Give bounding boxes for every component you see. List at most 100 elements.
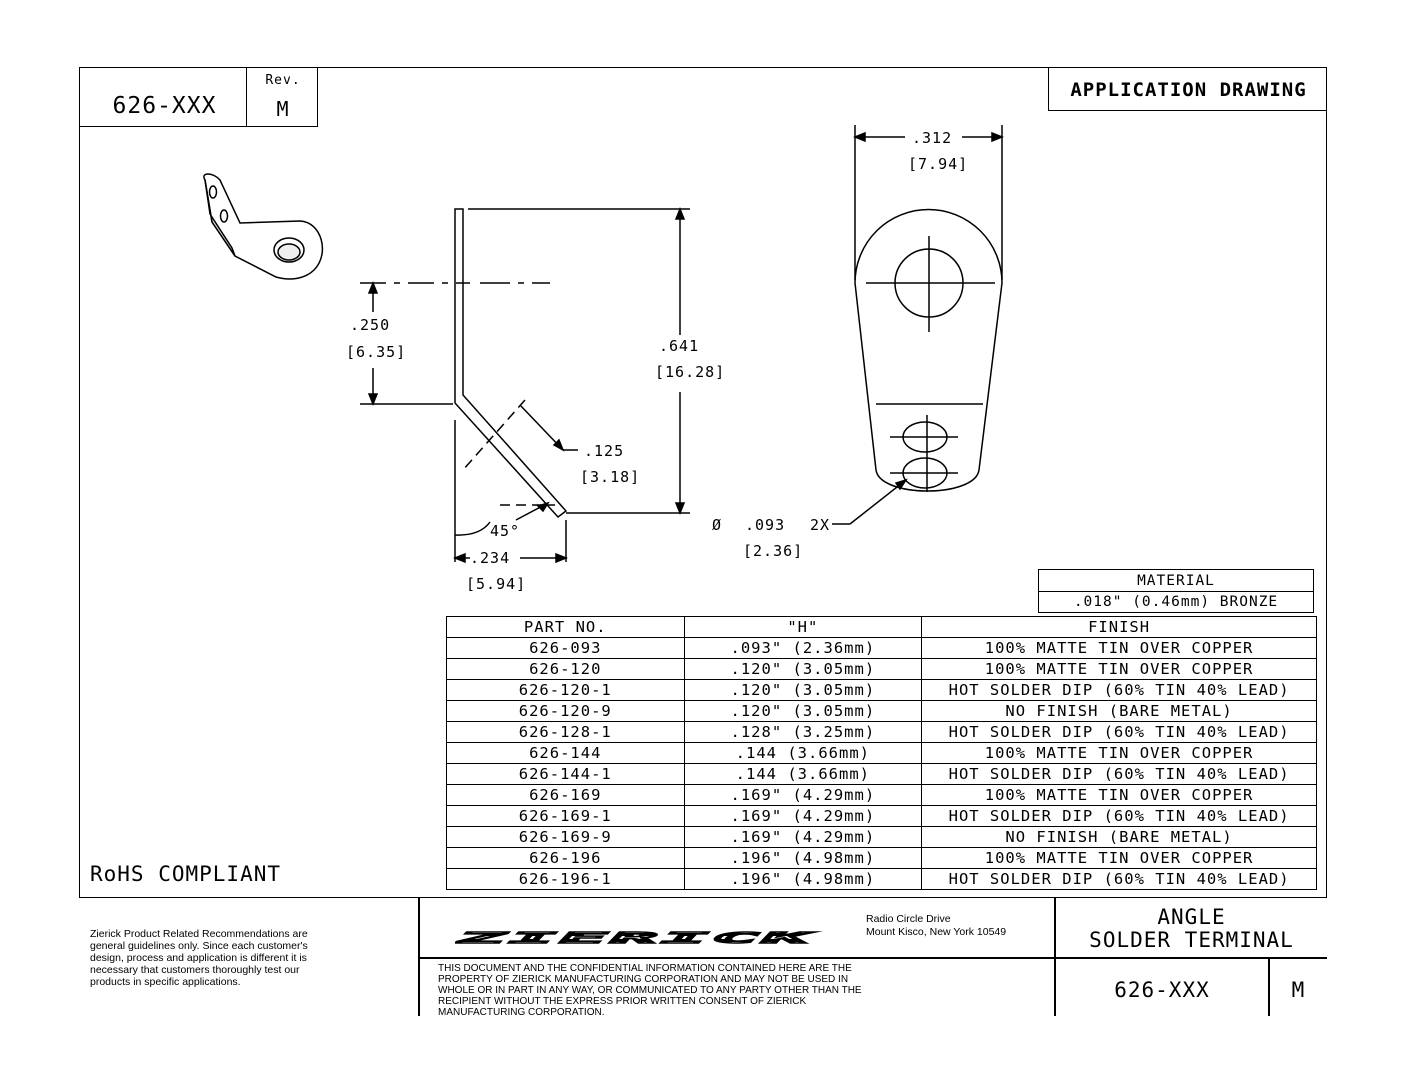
dim-width-in: .312	[912, 129, 952, 147]
footer-divider-right-h	[1054, 957, 1327, 959]
table-header-row: PART NO. "H" FINISH	[446, 616, 1317, 638]
table-row: 626-169-1.169" (4.29mm)HOT SOLDER DIP (6…	[446, 805, 1317, 827]
material-value: .018" (0.46mm) BRONZE	[1073, 594, 1279, 610]
col-header-h: "H"	[683, 616, 923, 638]
cell-h: .169" (4.29mm)	[683, 784, 923, 806]
dim-hole-dia-symbol: Ø	[712, 516, 722, 534]
cell-finish: HOT SOLDER DIP (60% TIN 40% LEAD)	[921, 805, 1317, 827]
cell-part-no: 626-169-9	[446, 826, 685, 848]
cell-part-no: 626-093	[446, 637, 685, 659]
dim-width-mm: [7.94]	[908, 155, 968, 173]
table-row: 626-169-9.169" (4.29mm)NO FINISH (BARE M…	[446, 826, 1317, 848]
dim-height-in: .641	[659, 337, 699, 355]
cell-h: .093" (2.36mm)	[683, 637, 923, 659]
side-view	[360, 206, 690, 564]
part-spec-table: PART NO. "H" FINISH 626-093.093" (2.36mm…	[446, 616, 1317, 890]
footer-divider-mid-h	[418, 957, 1055, 959]
title-block	[79, 897, 1327, 1016]
cell-part-no: 626-169	[446, 784, 685, 806]
table-row: 626-144-1.144 (3.66mm)HOT SOLDER DIP (60…	[446, 763, 1317, 785]
cell-h: .196" (4.98mm)	[683, 868, 923, 890]
cell-part-no: 626-144	[446, 742, 685, 764]
cell-finish: HOT SOLDER DIP (60% TIN 40% LEAD)	[921, 763, 1317, 785]
table-row: 626-196.196" (4.98mm)100% MATTE TIN OVER…	[446, 847, 1317, 869]
table-row: 626-120-1.120" (3.05mm)HOT SOLDER DIP (6…	[446, 679, 1317, 701]
dim-angle: 45°	[490, 522, 520, 540]
table-row: 626-144.144 (3.66mm)100% MATTE TIN OVER …	[446, 742, 1317, 764]
rohs-compliant-label: RoHS COMPLIANT	[90, 862, 282, 886]
address-line-1: Radio Circle Drive	[866, 913, 951, 925]
cell-part-no: 626-144-1	[446, 763, 685, 785]
cell-h: .120" (3.05mm)	[683, 658, 923, 680]
cell-finish: NO FINISH (BARE METAL)	[921, 700, 1317, 722]
dim-hole-qty: 2X	[810, 516, 830, 534]
header-rev-value: M	[276, 97, 290, 121]
cell-h: .120" (3.05mm)	[683, 679, 923, 701]
header-part-number: 626-XXX	[112, 93, 217, 119]
footer-part-number: 626-XXX	[1114, 978, 1210, 1002]
top-view	[832, 125, 1005, 525]
cell-finish: HOT SOLDER DIP (60% TIN 40% LEAD)	[921, 679, 1317, 701]
cell-finish: 100% MATTE TIN OVER COPPER	[921, 847, 1317, 869]
title-line-1: ANGLE	[1157, 905, 1226, 929]
cell-part-no: 626-196	[446, 847, 685, 869]
title-line-2: SOLDER TERMINAL	[1089, 928, 1294, 952]
cell-part-no: 626-120	[446, 658, 685, 680]
cell-part-no: 626-120-1	[446, 679, 685, 701]
zierick-logo-text: ZIERICK	[455, 929, 819, 947]
footer-rev: M	[1291, 978, 1306, 1002]
cell-part-no: 626-169-1	[446, 805, 685, 827]
cell-finish: 100% MATTE TIN OVER COPPER	[921, 658, 1317, 680]
cell-part-no: 626-196-1	[446, 868, 685, 890]
confidential-notice: THIS DOCUMENT AND THE CONFIDENTIAL INFOR…	[438, 963, 862, 1018]
dim-bend-mm: [5.94]	[466, 575, 526, 593]
cell-finish: 100% MATTE TIN OVER COPPER	[921, 742, 1317, 764]
cell-h: .144 (3.66mm)	[683, 742, 923, 764]
header-rev-label: Rev.	[265, 72, 301, 88]
table-row: 626-093.093" (2.36mm)100% MATTE TIN OVER…	[446, 637, 1317, 659]
cell-part-no: 626-128-1	[446, 721, 685, 743]
address-line-2: Mount Kisco, New York 10549	[866, 926, 1007, 938]
dimension-labels: .312 [7.94] .250 [6.35] .641 [16.28] .12…	[346, 129, 968, 593]
dim-slot-mm: [3.18]	[580, 468, 640, 486]
zierick-logo: ZIERICK	[455, 928, 819, 948]
dim-hole-offset-mm: [6.35]	[346, 343, 406, 361]
dim-hole-dia-mm: [2.36]	[743, 542, 803, 560]
footer-divider-right	[1054, 897, 1056, 1016]
dim-hole-offset-in: .250	[350, 316, 390, 334]
table-row: 626-196-1.196" (4.98mm)HOT SOLDER DIP (6…	[446, 868, 1317, 890]
material-label: MATERIAL	[1039, 570, 1313, 592]
cell-h: .144 (3.66mm)	[683, 763, 923, 785]
col-header-finish: FINISH	[921, 616, 1317, 638]
cell-part-no: 626-120-9	[446, 700, 685, 722]
doc-type-box: APPLICATION DRAWING	[1048, 67, 1327, 111]
cell-finish: 100% MATTE TIN OVER COPPER	[921, 637, 1317, 659]
table-row: 626-120.120" (3.05mm)100% MATTE TIN OVER…	[446, 658, 1317, 680]
cell-h: .196" (4.98mm)	[683, 847, 923, 869]
cell-finish: NO FINISH (BARE METAL)	[921, 826, 1317, 848]
doc-type-title: APPLICATION DRAWING	[1070, 79, 1307, 101]
cell-h: .169" (4.29mm)	[683, 826, 923, 848]
material-box: MATERIAL .018" (0.46mm) BRONZE	[1038, 569, 1314, 613]
cell-finish: 100% MATTE TIN OVER COPPER	[921, 784, 1317, 806]
isometric-terminal-thumbnail	[203, 173, 324, 280]
footer-divider-rev	[1268, 957, 1270, 1016]
table-row: 626-169.169" (4.29mm)100% MATTE TIN OVER…	[446, 784, 1317, 806]
dim-height-mm: [16.28]	[655, 363, 725, 381]
cell-finish: HOT SOLDER DIP (60% TIN 40% LEAD)	[921, 721, 1317, 743]
disclaimer-text: Zierick Product Related Recommendations …	[90, 928, 308, 988]
table-row: 626-128-1.128" (3.25mm)HOT SOLDER DIP (6…	[446, 721, 1317, 743]
table-row: 626-120-9.120" (3.05mm)NO FINISH (BARE M…	[446, 700, 1317, 722]
cell-h: .169" (4.29mm)	[683, 805, 923, 827]
header-part-number-box: 626-XXX	[79, 67, 248, 127]
header-rev-box: Rev. M	[246, 67, 318, 127]
dim-bend-in: .234	[470, 549, 510, 567]
col-header-part-no: PART NO.	[446, 616, 685, 638]
dim-hole-dia-in: .093	[745, 516, 785, 534]
cell-h: .120" (3.05mm)	[683, 700, 923, 722]
dim-slot-in: .125	[584, 442, 624, 460]
footer-divider-left	[418, 897, 420, 1016]
cell-finish: HOT SOLDER DIP (60% TIN 40% LEAD)	[921, 868, 1317, 890]
cell-h: .128" (3.25mm)	[683, 721, 923, 743]
